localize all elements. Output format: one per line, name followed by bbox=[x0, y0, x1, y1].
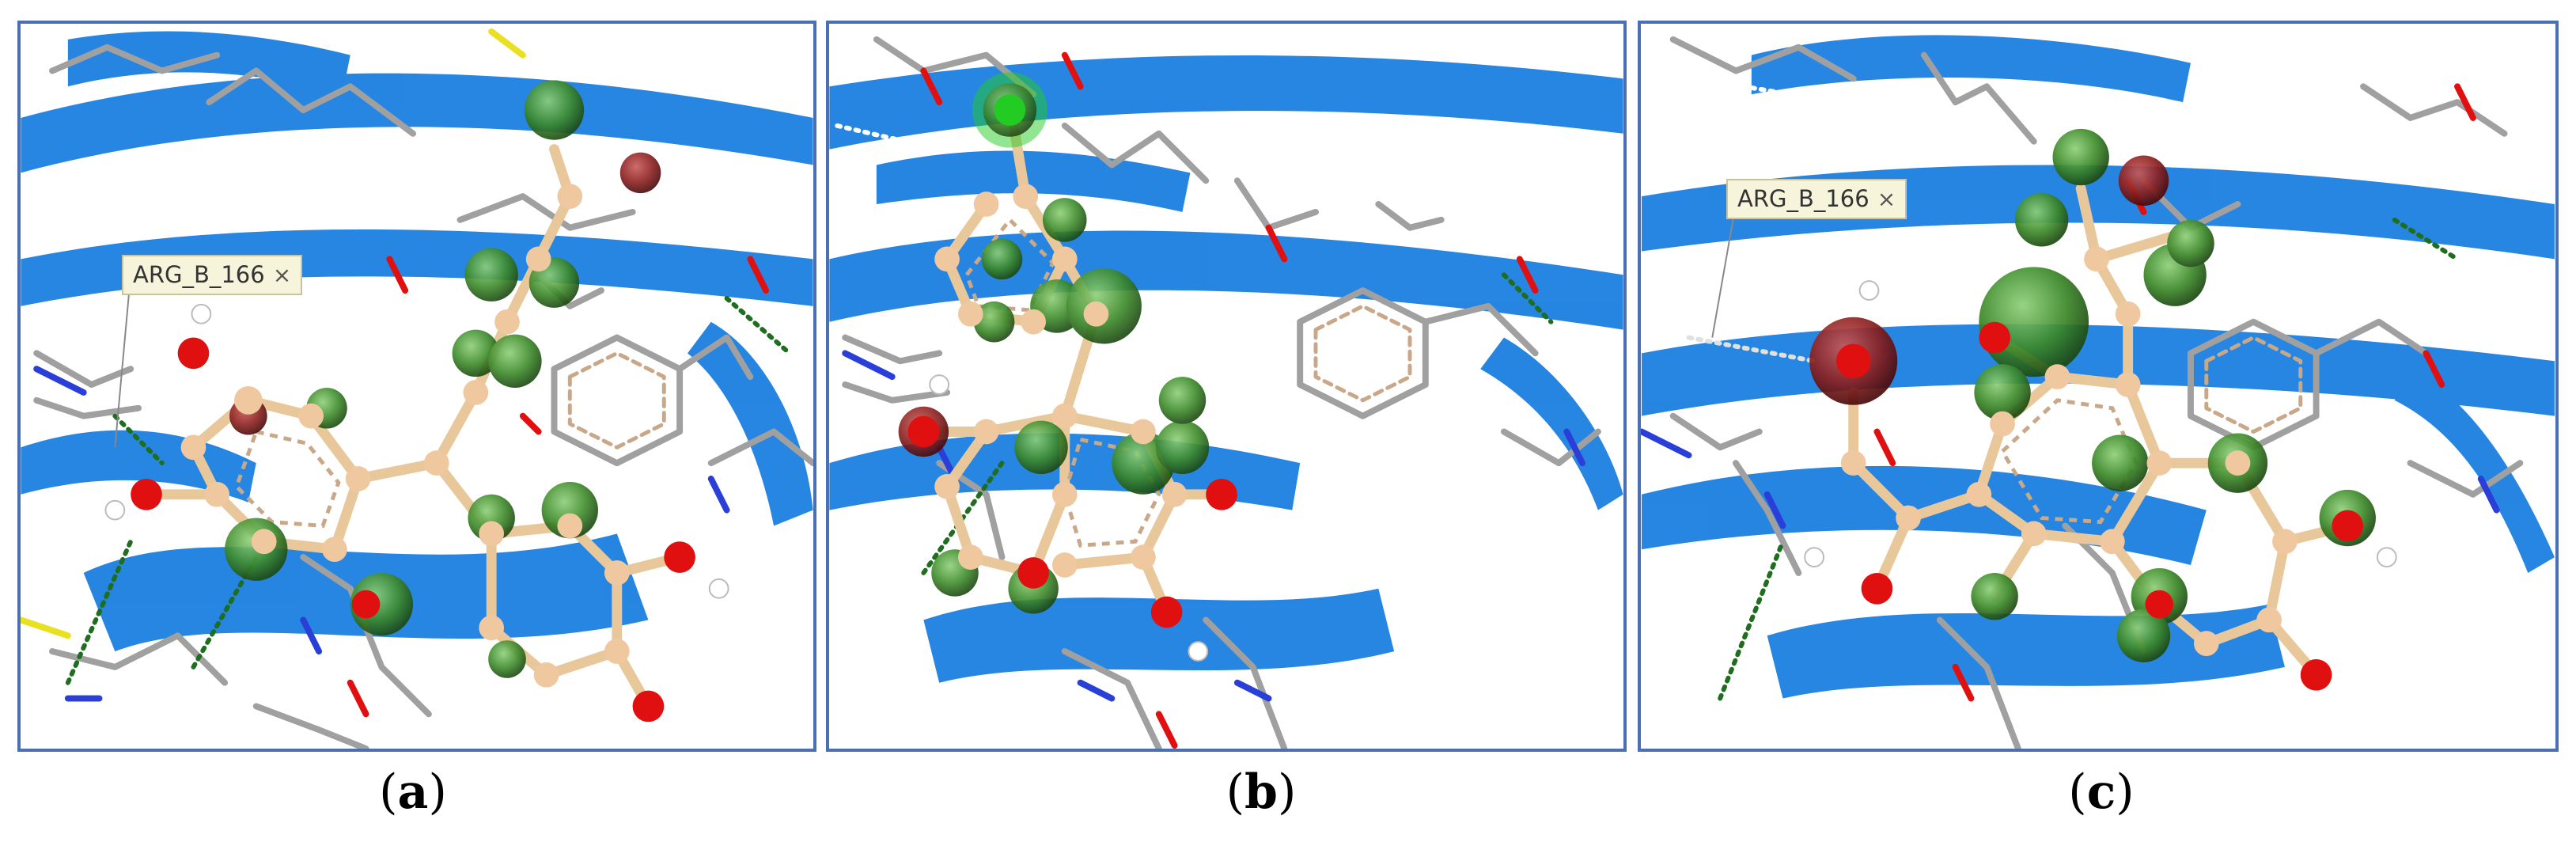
residue-label[interactable]: ARG_B_166 × bbox=[122, 255, 303, 295]
molecule-view-b bbox=[829, 36, 1623, 749]
hydrogen-bonds bbox=[1646, 68, 2460, 701]
panel-caption-b: (b) bbox=[1225, 764, 1297, 820]
ligand-aromatic-ring bbox=[234, 429, 341, 529]
residue-label[interactable]: ARG_B_166 × bbox=[1726, 179, 1907, 219]
panel-a: ARG_B_166 × bbox=[17, 21, 816, 752]
molecule-view-a bbox=[21, 28, 813, 749]
residue-sticks bbox=[33, 44, 813, 749]
label-leader-line bbox=[114, 275, 132, 448]
residue-label-text: ARG_B_166 bbox=[1737, 185, 1869, 212]
protein-ribbons bbox=[1642, 35, 2555, 699]
pharmacophore-spheres bbox=[225, 80, 661, 678]
ligand-atoms bbox=[1804, 246, 2397, 691]
residue-sticks bbox=[842, 36, 1601, 749]
ligand-atoms bbox=[907, 94, 1237, 662]
panel-caption-a: (a) bbox=[379, 764, 447, 820]
ligand-atoms bbox=[104, 184, 729, 723]
pharmacophore-spheres bbox=[1809, 128, 2376, 662]
panel-caption-c: (c) bbox=[2068, 764, 2135, 820]
panel-b bbox=[826, 21, 1627, 752]
panel-c: ARG_B_166 × bbox=[1638, 21, 2559, 752]
label-leader-line bbox=[1711, 203, 1737, 338]
close-icon[interactable]: × bbox=[272, 262, 292, 288]
close-icon[interactable]: × bbox=[1877, 186, 1896, 212]
molecule-view-c bbox=[1641, 35, 2555, 749]
residue-heteroatoms bbox=[21, 28, 770, 718]
residue-label-text: ARG_B_166 bbox=[133, 261, 265, 288]
